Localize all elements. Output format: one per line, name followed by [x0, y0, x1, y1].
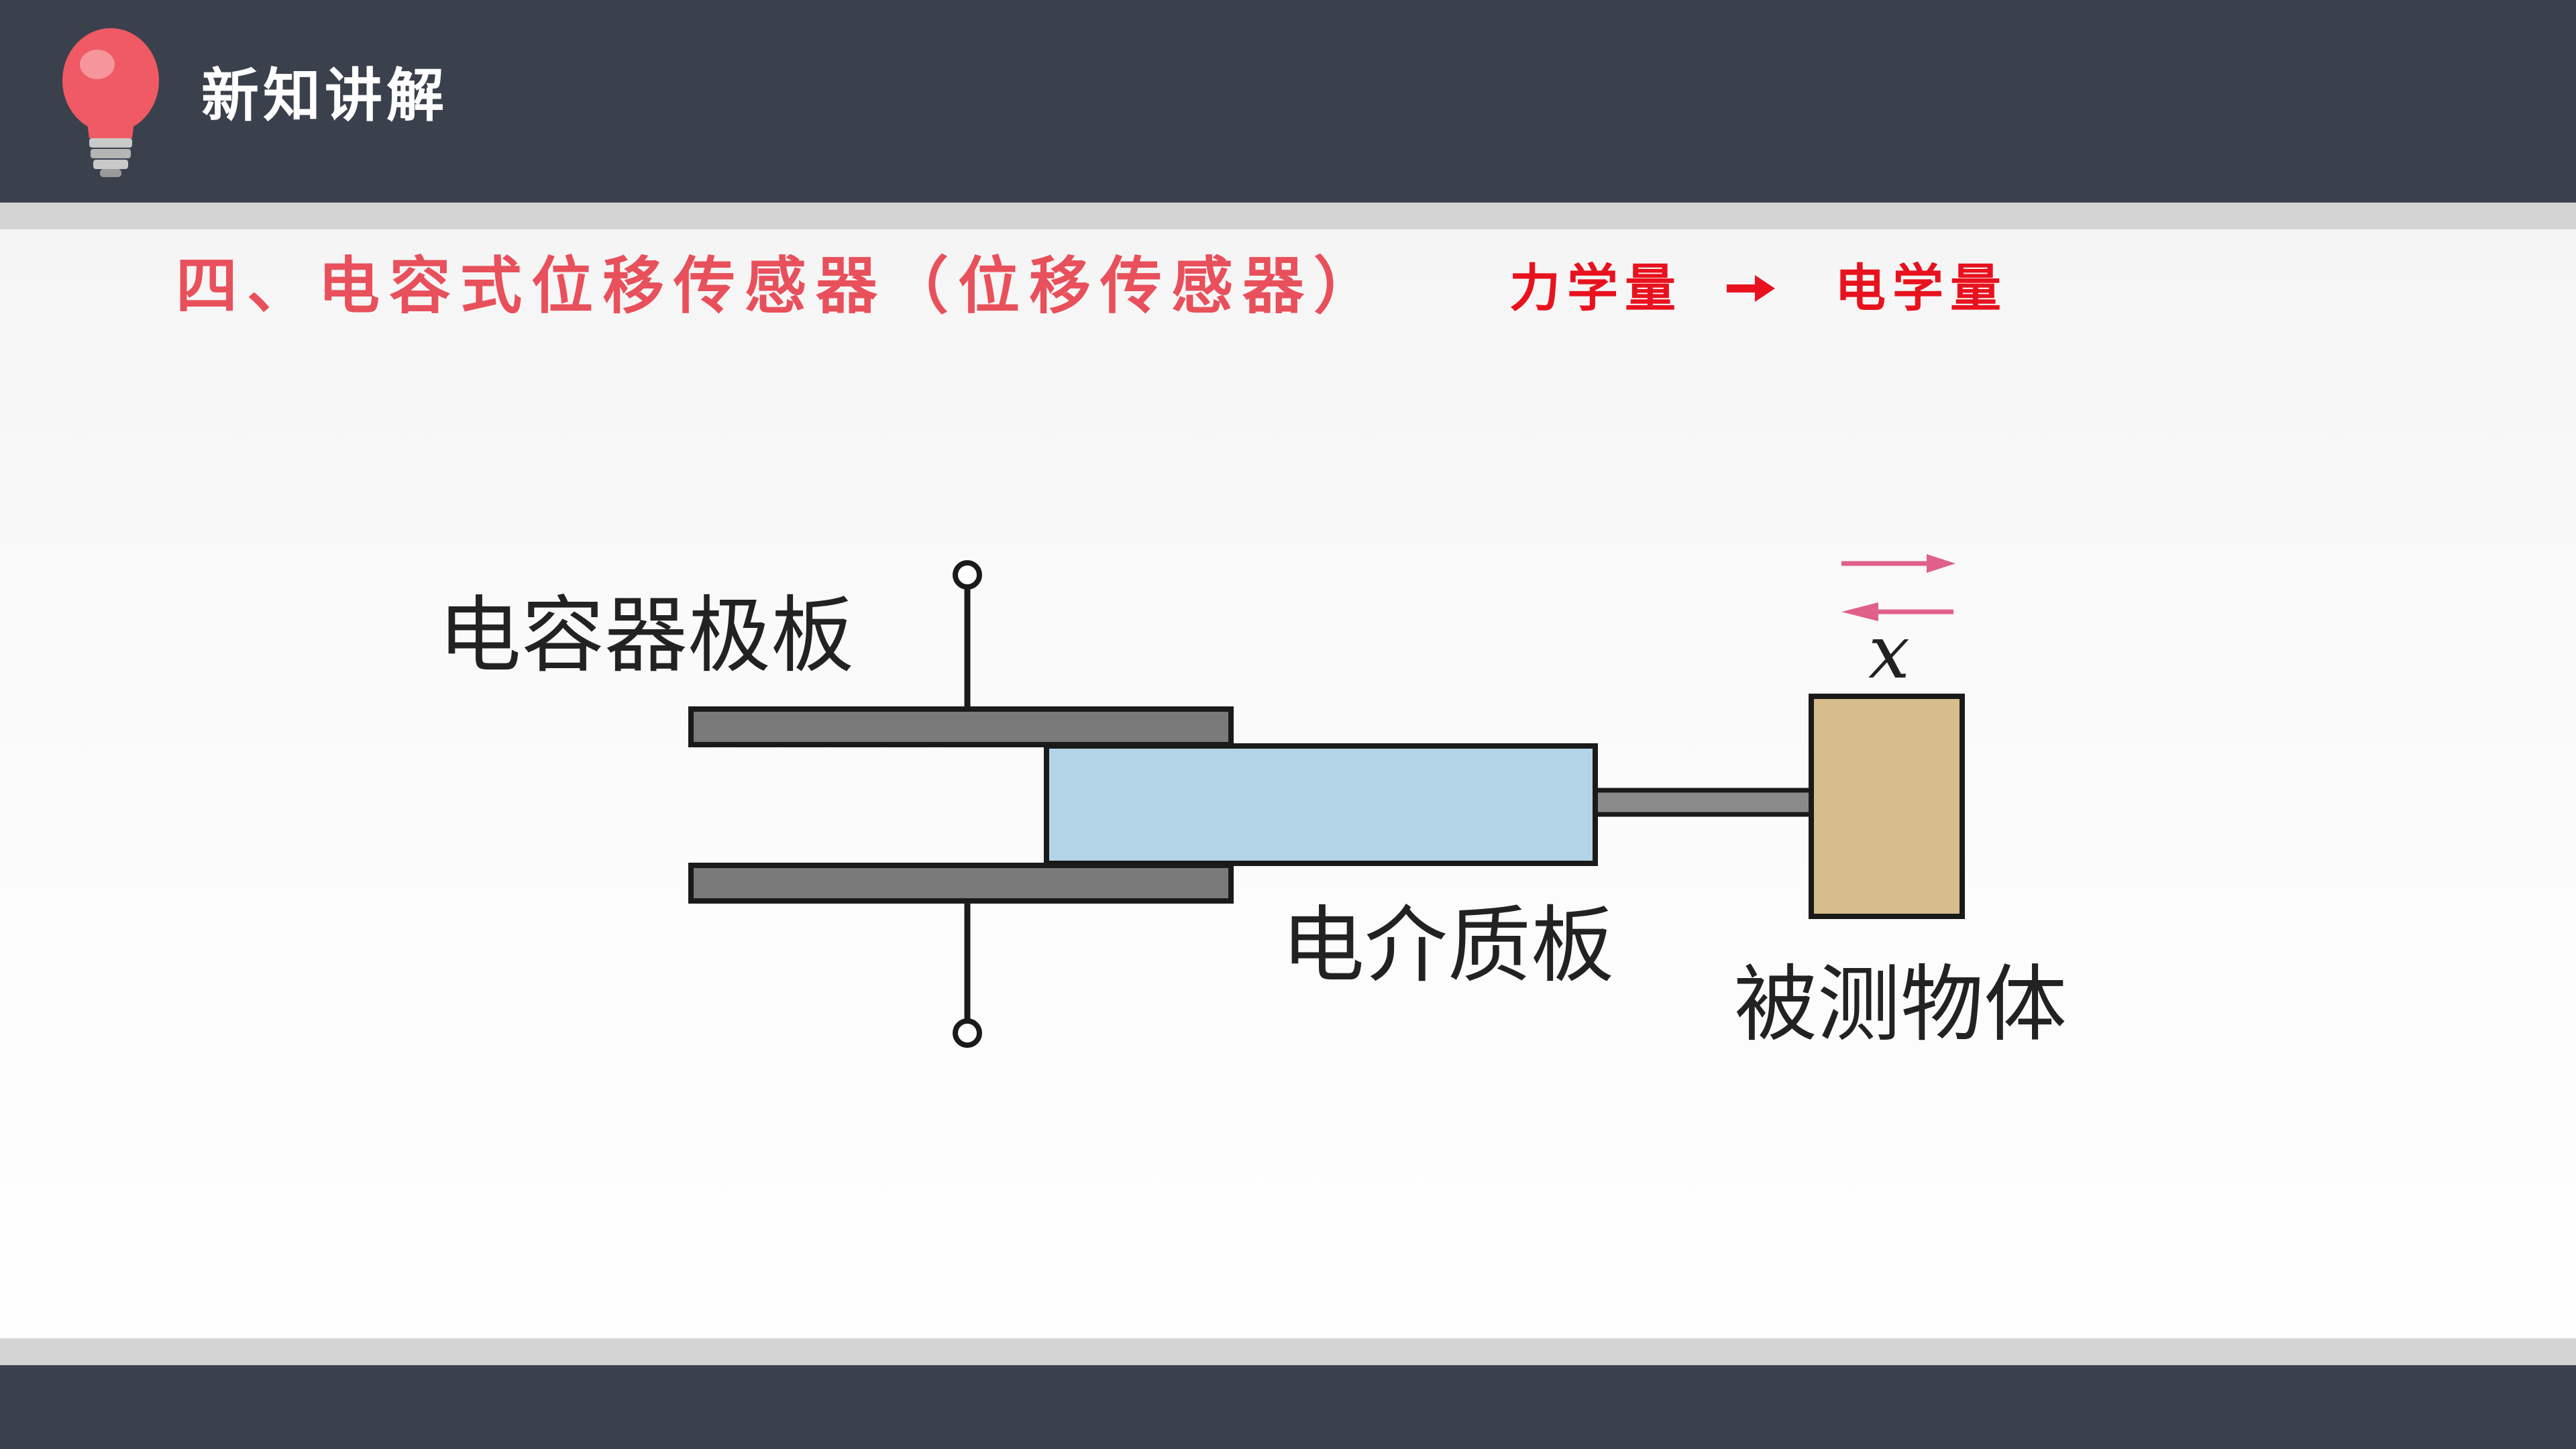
light-bulb-icon	[62, 28, 159, 177]
displacement-label: x	[1868, 609, 1910, 695]
footer-bar	[0, 1365, 2576, 1449]
conversion-to-label: 电学量	[1835, 258, 2008, 318]
header-bar	[0, 0, 2576, 203]
top-capacitor-plate	[688, 706, 1234, 747]
arrow-right-icon	[1727, 275, 1775, 302]
header-stripe	[0, 203, 2576, 229]
section-title: 四、电容式位移传感器（位移传感器）	[176, 250, 1385, 322]
dielectric-plate	[1044, 743, 1598, 866]
displacement-arrows-icon	[1841, 554, 1955, 621]
dielectric-label: 电介质板	[1281, 898, 1614, 994]
bottom-terminal	[953, 1018, 982, 1048]
header-title: 新知讲解	[201, 62, 448, 129]
connecting-rod	[1591, 788, 1815, 817]
bottom-capacitor-plate	[688, 863, 1234, 904]
footer-stripe	[0, 1338, 2576, 1365]
top-terminal	[953, 560, 982, 590]
measured-object	[1809, 694, 1965, 919]
conversion-from-label: 力学量	[1509, 258, 1682, 318]
plates-label: 电容器极板	[438, 588, 854, 684]
object-label: 被测物体	[1734, 957, 2067, 1053]
